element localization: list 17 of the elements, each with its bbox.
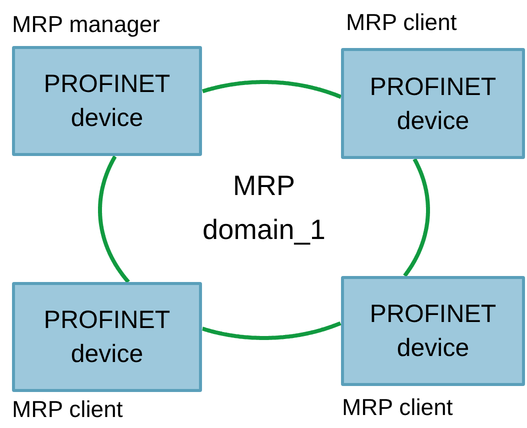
device-box bbox=[341, 276, 525, 386]
ring-line bbox=[201, 80, 342, 99]
role-label: MRP client bbox=[342, 393, 453, 421]
ring-line bbox=[403, 158, 430, 278]
device-name: PROFINET device bbox=[368, 299, 498, 364]
device-box bbox=[12, 46, 202, 156]
ring-line bbox=[201, 321, 342, 340]
role-label: MRP manager bbox=[12, 10, 160, 38]
ring-line bbox=[98, 154, 130, 284]
device-name: PROFINET device bbox=[42, 69, 172, 134]
role-label: MRP client bbox=[12, 395, 123, 423]
device-name: PROFINET device bbox=[42, 305, 172, 370]
domain-label: MRP domain_1 bbox=[202, 169, 326, 247]
device-box bbox=[12, 282, 202, 392]
device-name: PROFINET device bbox=[368, 72, 498, 136]
role-label: MRP client bbox=[346, 8, 457, 36]
device-box bbox=[341, 48, 525, 159]
